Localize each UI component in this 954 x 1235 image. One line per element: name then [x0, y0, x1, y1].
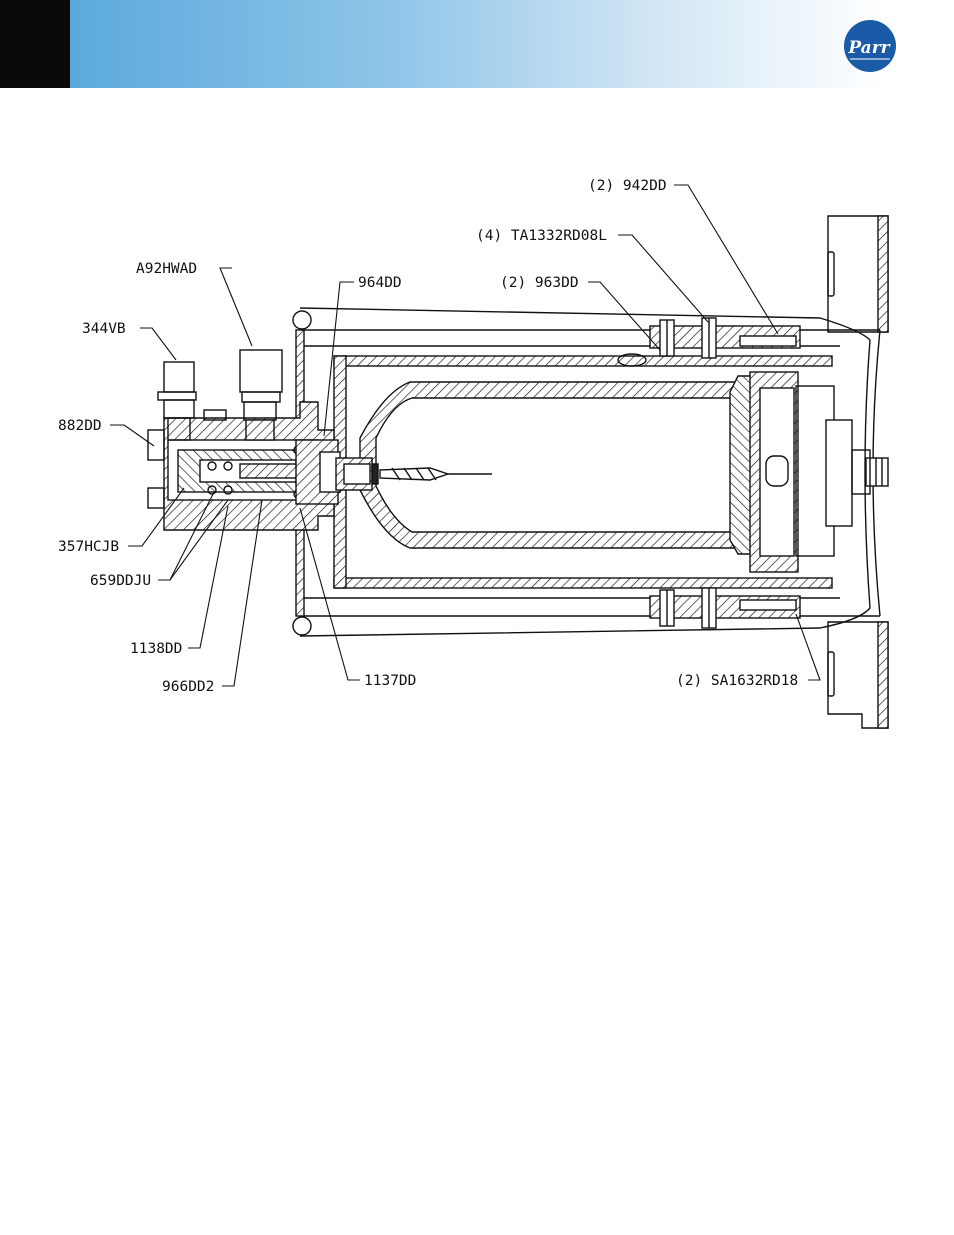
callout-344vb: 344VB	[82, 321, 126, 337]
reactor-cross-section-diagram: (2) 942DD (4) TA1332RD08L (2) 963DD 964D…	[0, 100, 954, 760]
callout-963dd: (2) 963DD	[500, 275, 579, 291]
callout-357hcjb: 357HCJB	[58, 539, 119, 555]
page-header: Parr	[0, 0, 954, 88]
callout-964dd: 964DD	[358, 275, 402, 291]
header-gradient-bar	[70, 0, 954, 88]
callout-1137dd: 1137DD	[364, 673, 416, 689]
callout-659ddju: 659DDJU	[90, 573, 151, 589]
callout-1138dd: 1138DD	[130, 641, 182, 657]
cylinder-vessel	[360, 382, 748, 548]
parr-logo: Parr	[842, 18, 898, 74]
header-black-block	[0, 0, 70, 88]
callout-966dd2: 966DD2	[162, 679, 214, 695]
callout-882dd: 882DD	[58, 418, 102, 434]
callout-ta1332rd08l: (4) TA1332RD08L	[476, 228, 607, 244]
callout-942dd: (2) 942DD	[588, 178, 667, 194]
callout-sa1632rd18: (2) SA1632RD18	[676, 673, 798, 689]
svg-text:Parr: Parr	[847, 38, 890, 58]
callout-a92hwad: A92HWAD	[136, 261, 197, 277]
